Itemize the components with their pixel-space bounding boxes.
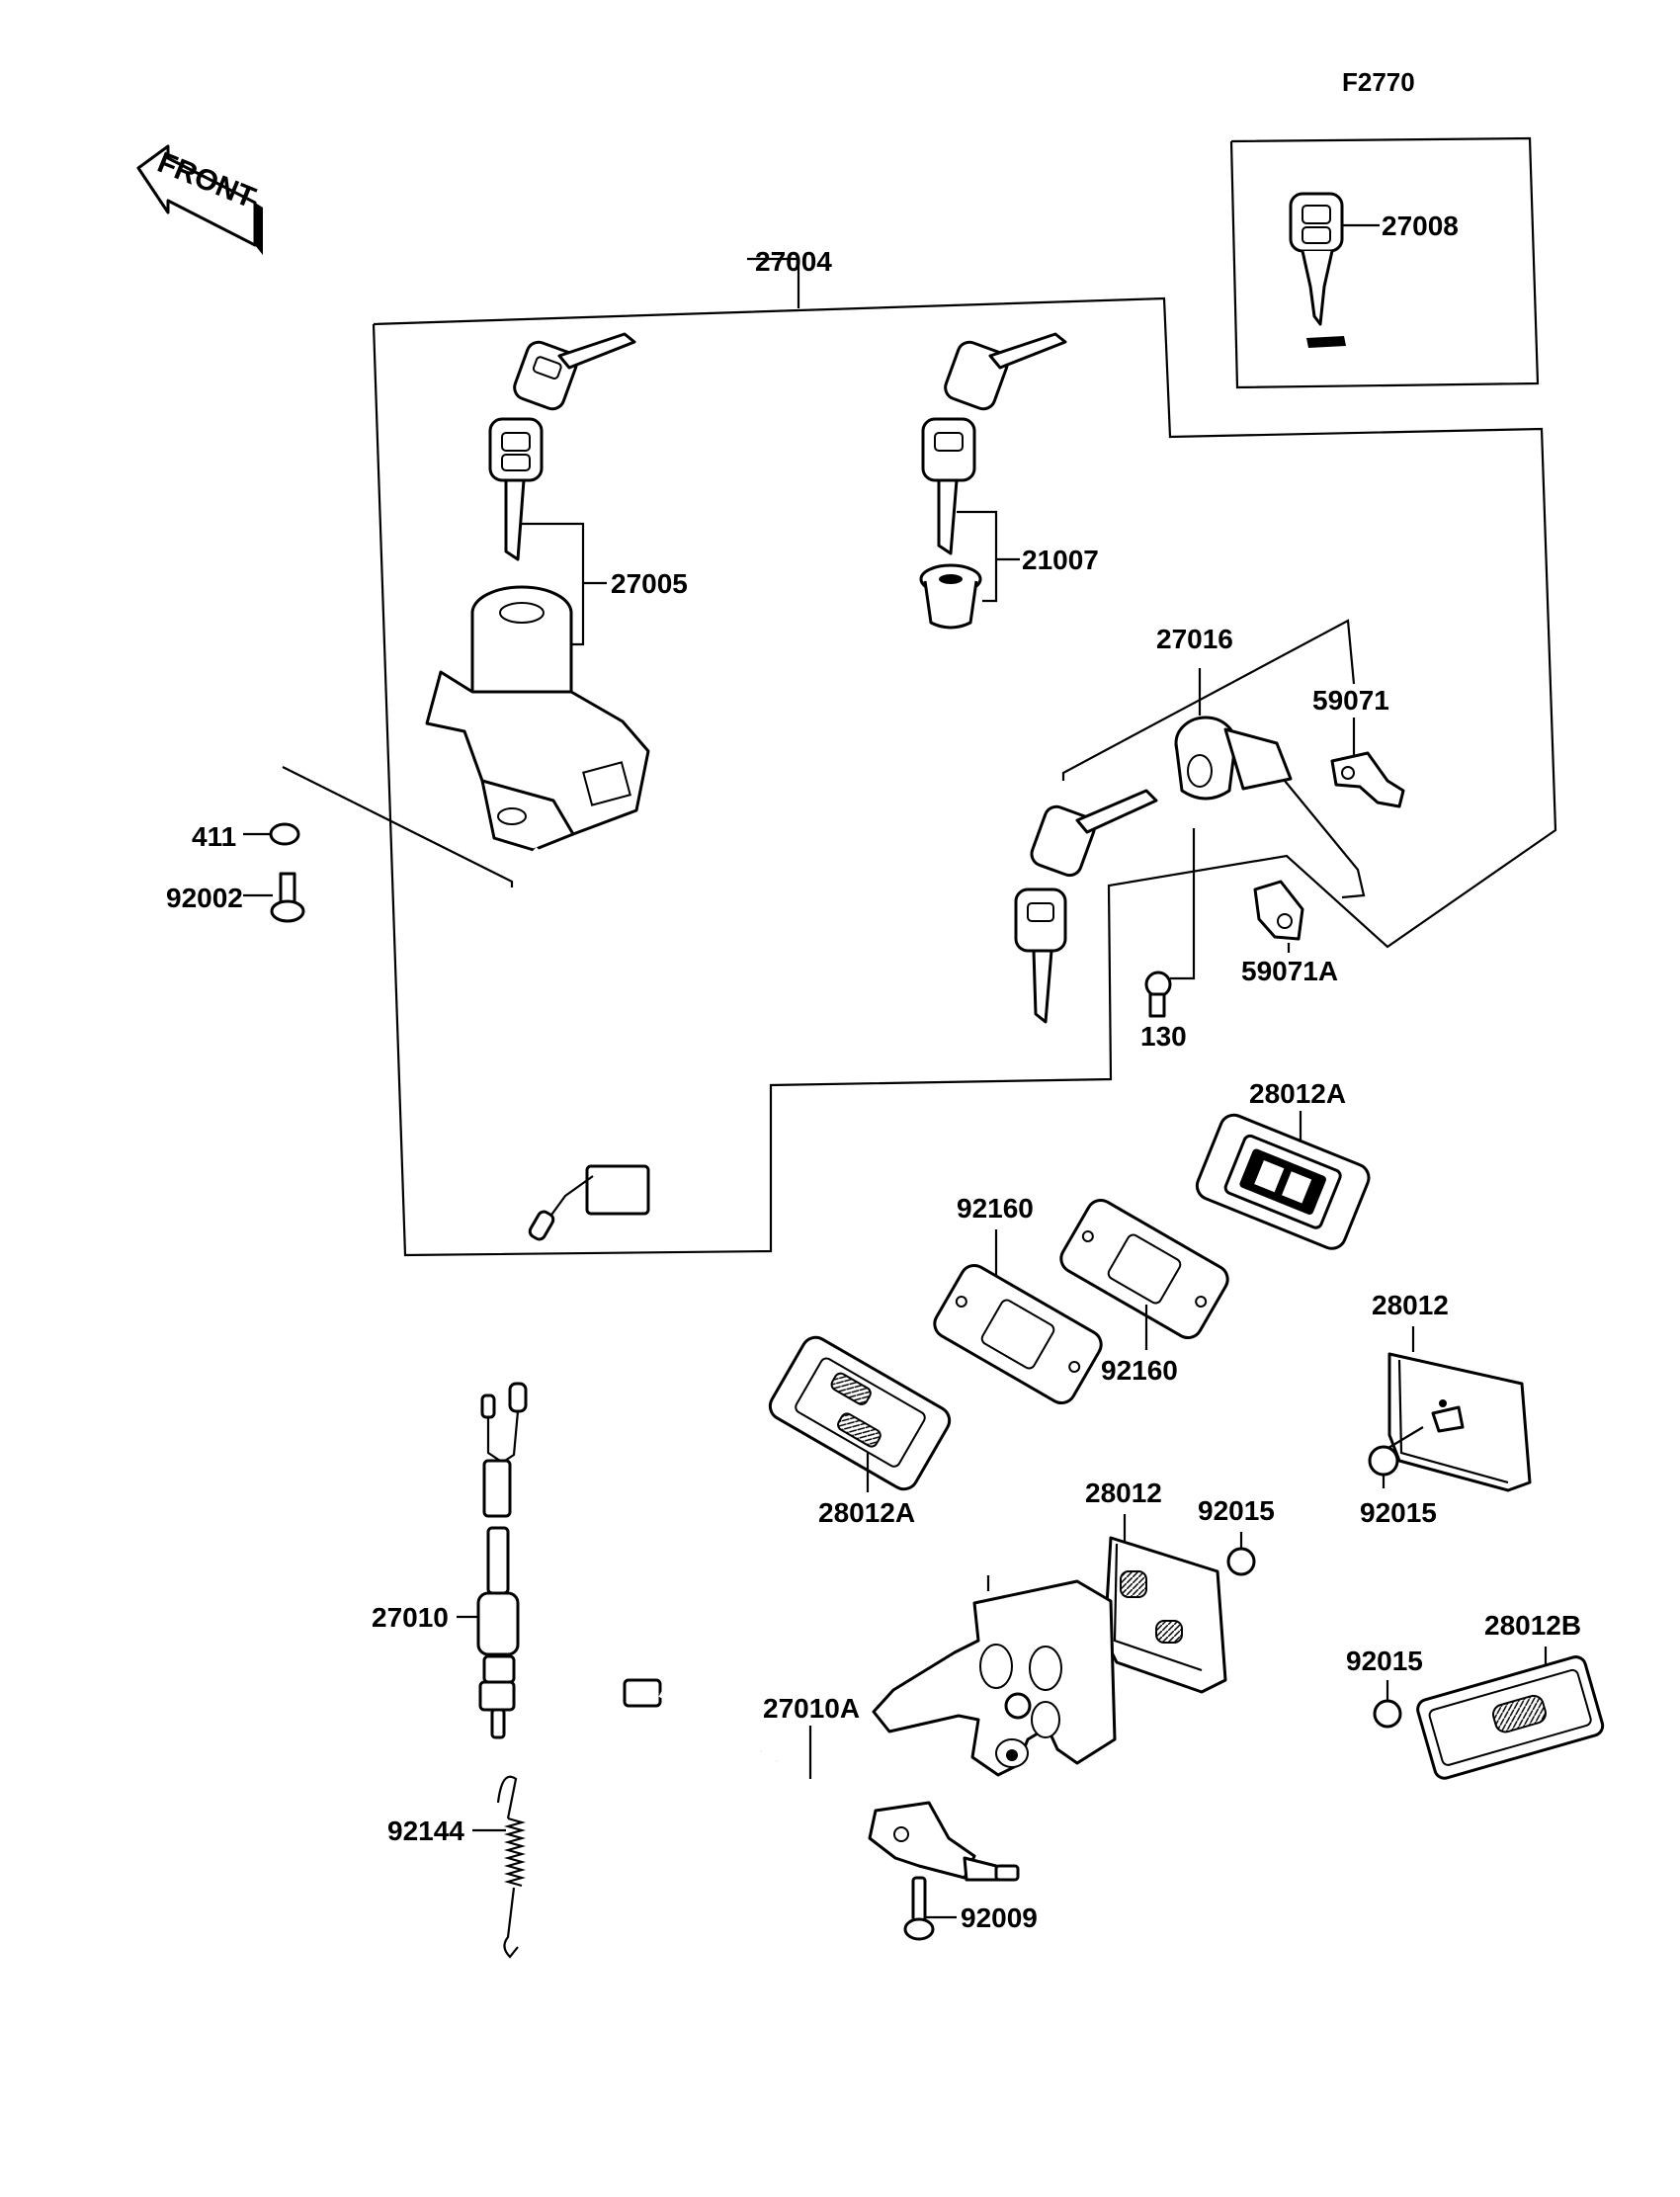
nut-92015-low-icon xyxy=(1373,1699,1402,1729)
key-27008-box xyxy=(1229,136,1540,389)
part-59071-label: 59071 xyxy=(1312,685,1389,716)
bolt-92002-icon xyxy=(270,872,305,923)
part-92160-left-label: 92160 xyxy=(957,1193,1034,1224)
part-28012A-top-label: 28012A xyxy=(1249,1078,1346,1109)
gasket-92160-right xyxy=(1059,1198,1229,1340)
part-411-label: 411 xyxy=(192,821,236,852)
part-59071A-label: 59071A xyxy=(1241,956,1338,986)
part-92144-label: 92144 xyxy=(387,1816,464,1846)
switch-27010A xyxy=(623,1678,1020,1882)
reflector-28012B xyxy=(1416,1655,1605,1780)
part-27010A-label: 27010A xyxy=(763,1693,860,1724)
assembly-27004-outline xyxy=(372,296,1557,1257)
part-28012A-bottom-label: 28012A xyxy=(818,1497,915,1528)
keys-21007 xyxy=(919,332,1067,630)
part-27016-label: 27016 xyxy=(1156,624,1233,654)
ignition-keys-27005 xyxy=(488,332,636,561)
reflector-28012A-top xyxy=(1195,1113,1371,1250)
reflector-28012-mid xyxy=(1103,1536,1227,1694)
part-92015-low-label: 92015 xyxy=(1346,1646,1423,1676)
bracket-59071A-icon xyxy=(1253,880,1304,941)
part-92015-right-label: 92015 xyxy=(1360,1497,1437,1528)
nut-92015-right-icon xyxy=(1368,1445,1399,1477)
part-92009-label: 92009 xyxy=(961,1902,1038,1933)
switch-27010 xyxy=(476,1382,528,1739)
part-28012-mid-label: 28012 xyxy=(1085,1478,1162,1508)
seat-lock-27016 xyxy=(1014,716,1366,1024)
washer-411-icon xyxy=(269,822,300,846)
part-28012B-label: 28012B xyxy=(1484,1610,1581,1641)
gasket-92160-left xyxy=(933,1263,1103,1405)
figure-code: F2770 xyxy=(1342,67,1415,97)
part-21007-label: 21007 xyxy=(1022,545,1099,575)
bracket-59071-icon xyxy=(1330,751,1405,808)
part-92002-label: 92002 xyxy=(166,883,243,913)
part-28012-right-label: 28012 xyxy=(1372,1290,1449,1320)
spring-92144-icon xyxy=(496,1775,527,1959)
part-27004-label: 27004 xyxy=(755,246,832,277)
stand-bracket xyxy=(872,1579,1117,1777)
screw-92009-icon xyxy=(903,1876,935,1941)
part-130-label: 130 xyxy=(1140,1021,1187,1052)
ignition-switch-assembly xyxy=(425,585,650,1241)
part-92160-right-label: 92160 xyxy=(1101,1355,1178,1386)
part-27010-label: 27010 xyxy=(372,1602,449,1633)
part-27008-label: 27008 xyxy=(1382,211,1459,241)
part-27005-label: 27005 xyxy=(611,568,688,599)
nut-92015-mid-icon xyxy=(1226,1547,1256,1576)
reflector-28012-right xyxy=(1387,1352,1532,1492)
part-92015-mid-label: 92015 xyxy=(1198,1495,1275,1526)
bolt-130-icon xyxy=(1144,971,1172,1018)
front-arrow-icon: FRONT xyxy=(136,144,263,255)
reflector-28012A-bottom xyxy=(768,1335,952,1491)
